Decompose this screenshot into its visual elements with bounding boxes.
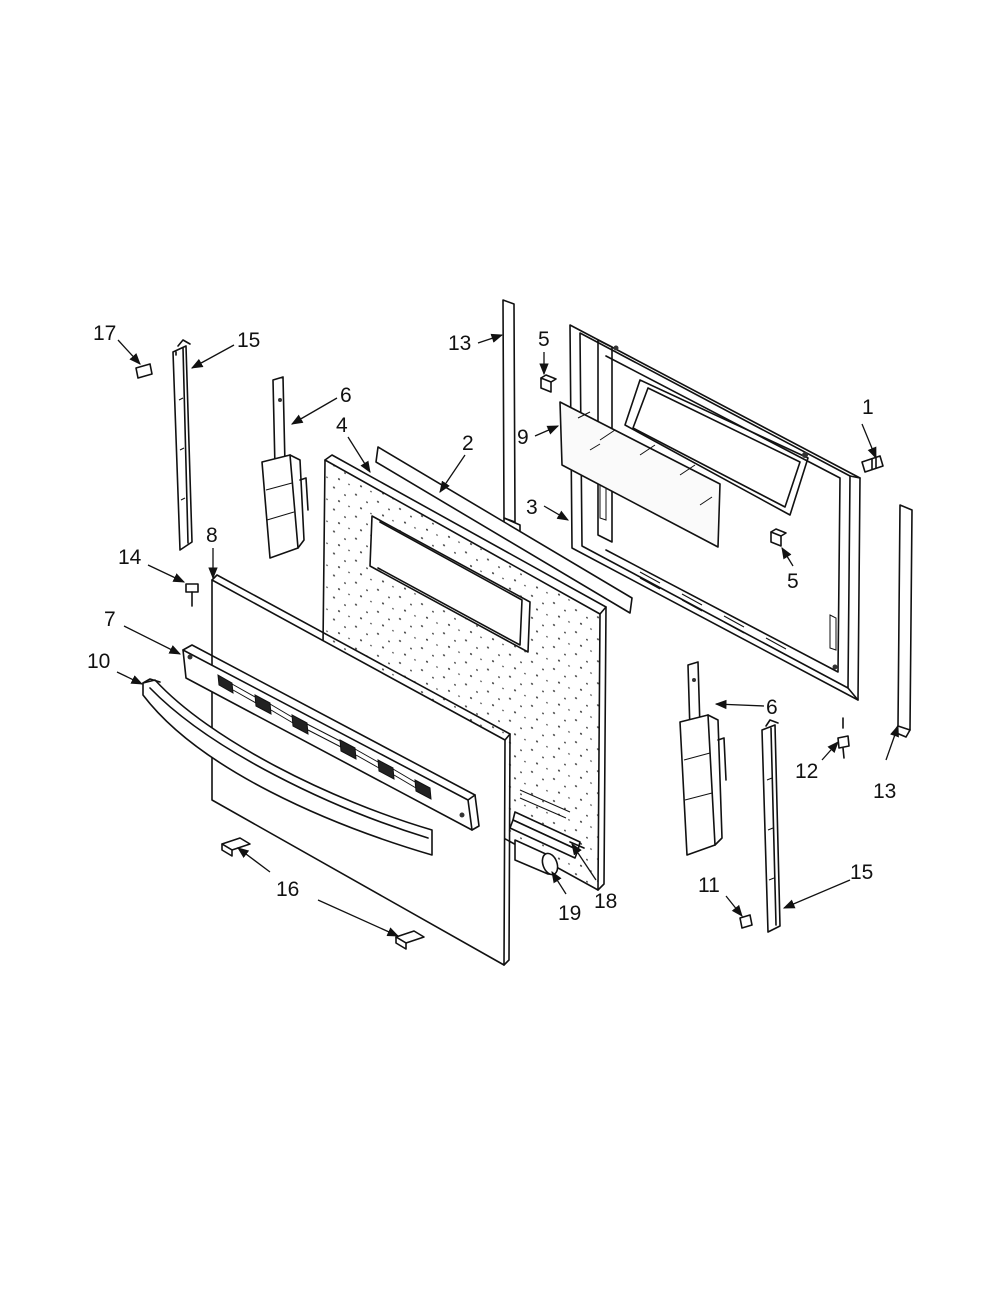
callout-7: 7 [104,608,116,631]
callout-13-left: 13 [448,332,471,355]
door-clip-upper [540,374,557,393]
door-clip-lower [770,528,787,547]
callout-3: 3 [526,496,538,519]
callout-19: 19 [558,902,581,925]
screw-part-12 [837,717,850,759]
callout-labels: 1 2 3 4 5 5 6 6 7 8 9 10 11 12 13 13 14 … [87,322,896,925]
callout-14: 14 [118,546,142,569]
hinge-receiver-right [761,719,781,933]
screw-part-14 [185,583,199,607]
callout-8: 8 [206,524,218,547]
callout-13-right: 13 [873,780,896,803]
door-gasket-left [502,299,521,533]
hinge-lower [679,661,727,856]
screw-part-1 [861,455,884,473]
callout-15-upper: 15 [237,329,260,352]
callout-16: 16 [276,878,299,901]
callout-9: 9 [517,426,529,449]
callout-5-lower: 5 [787,570,799,593]
callout-12: 12 [795,760,818,783]
door-gasket-right [893,504,913,738]
door-foot-left [221,837,251,857]
door-roller [514,839,559,876]
vent-slots [217,674,432,800]
hinge-upper [261,376,309,559]
lower-trim-channel [509,789,585,859]
callout-4: 4 [336,414,348,437]
callout-6-upper: 6 [340,384,352,407]
callout-17: 17 [93,322,116,345]
callout-2: 2 [462,432,474,455]
vent-trim-bar [182,644,480,831]
hinge-receiver-left [172,339,193,551]
callout-11: 11 [698,874,720,897]
callout-15-lower: 15 [850,861,873,884]
callout-1: 1 [862,396,874,419]
callout-6-lower: 6 [766,696,778,719]
door-glass [559,401,721,548]
callout-5-upper: 5 [538,328,550,351]
callout-18: 18 [594,890,617,913]
screw-part-11 [739,914,753,929]
callout-10: 10 [87,650,110,673]
door-foot-right [395,930,425,950]
door-handle [142,678,433,856]
screw-part-17 [135,363,153,379]
leader-lines [116,333,899,937]
